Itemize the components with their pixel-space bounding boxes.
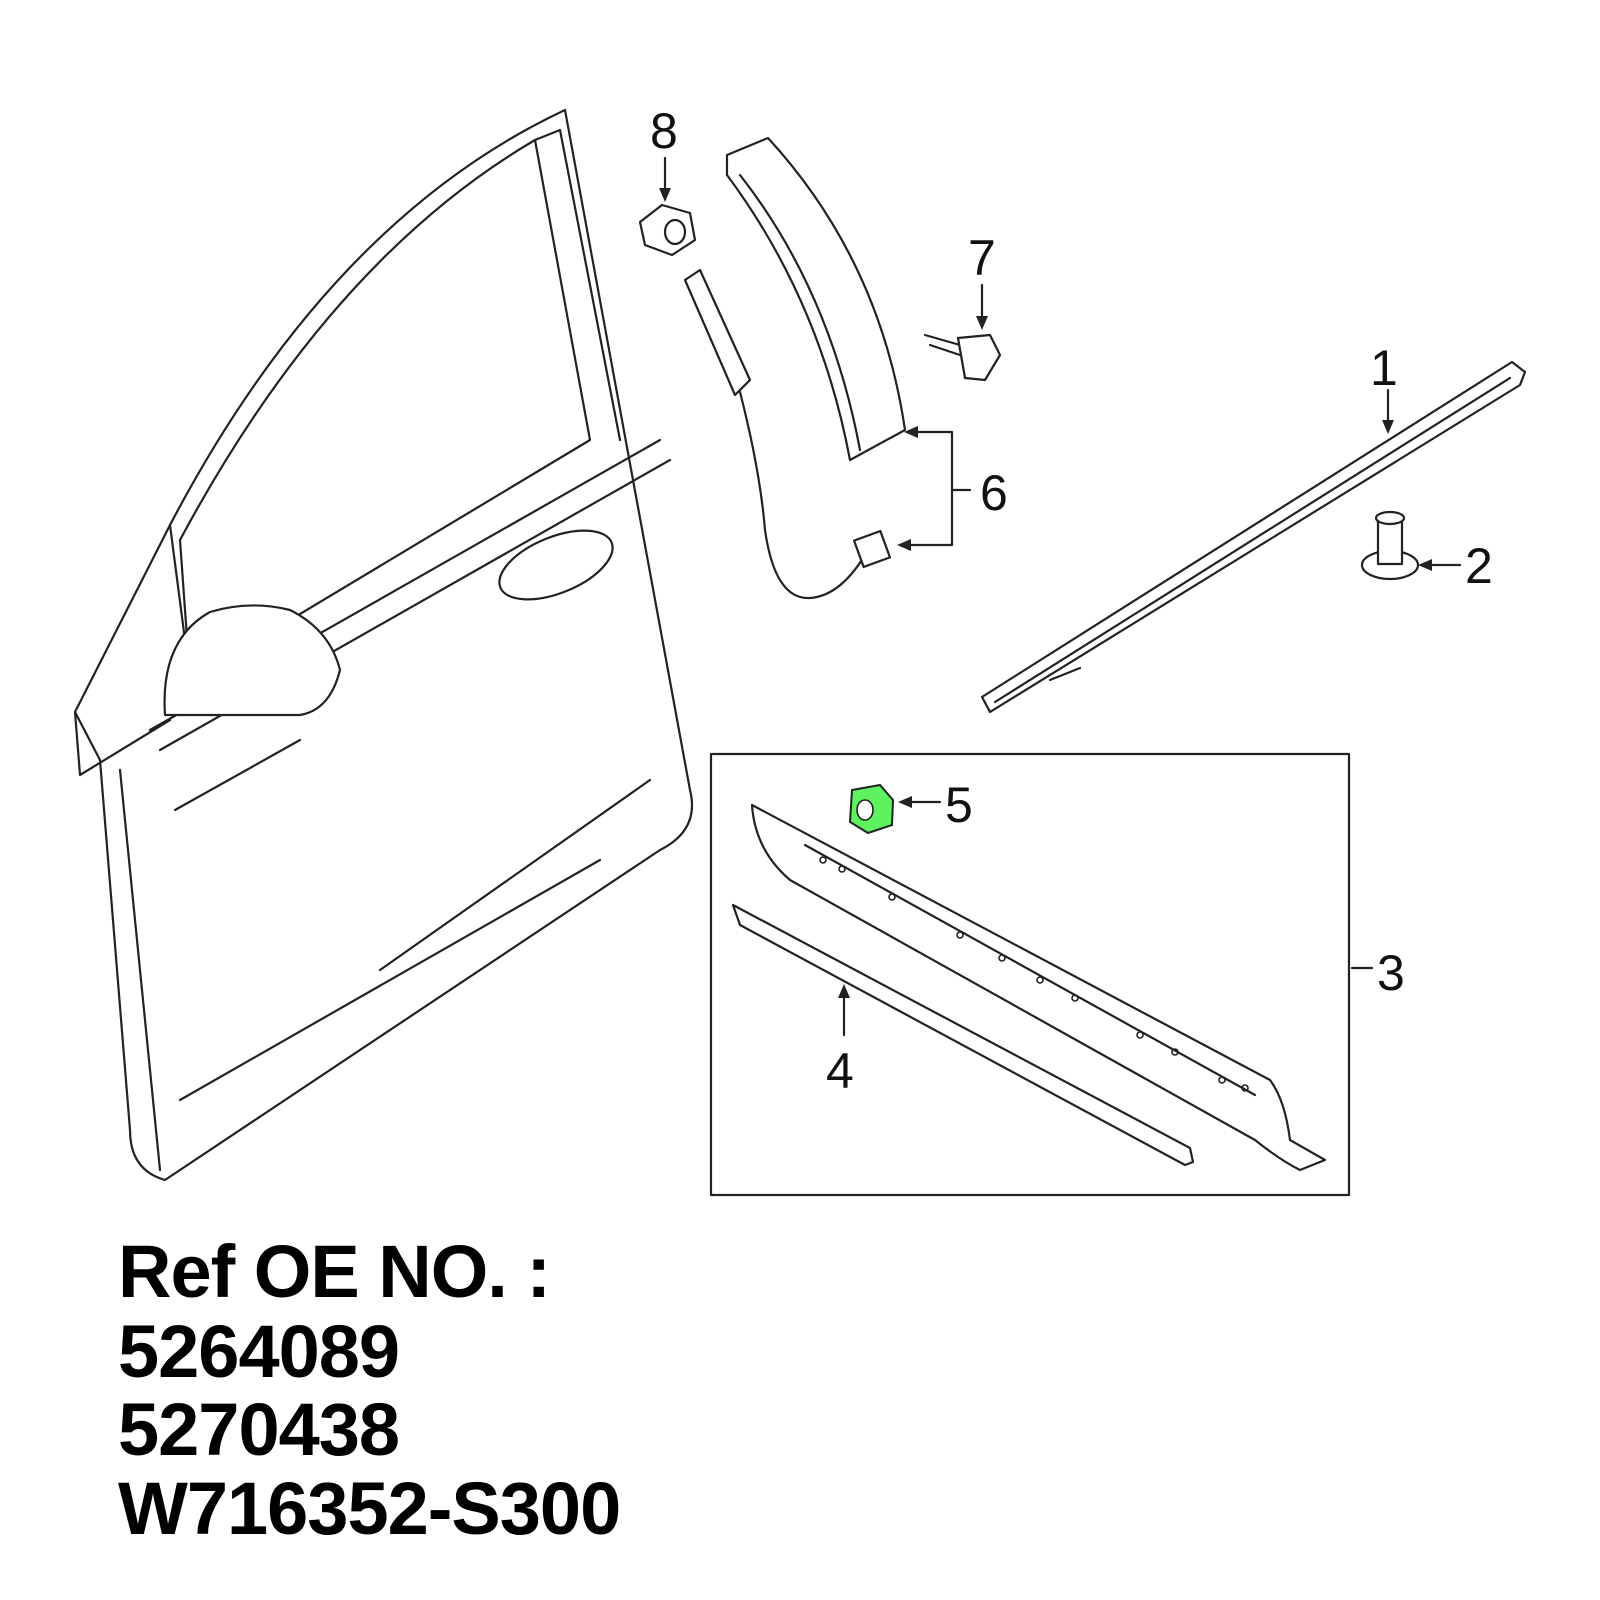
part-3-rocker-molding-assembly[interactable]	[709, 752, 1351, 1197]
callout-3: 3	[1350, 945, 1405, 1001]
part-4-molding-strip[interactable]	[731, 903, 1195, 1167]
part-6-pillar-applique[interactable]	[725, 136, 907, 462]
callout-number: 8	[650, 103, 678, 159]
reference-number: W716352-S300	[118, 1467, 621, 1550]
part-6-sensor[interactable]	[683, 268, 892, 600]
part-2-clip[interactable]	[1360, 510, 1420, 581]
part-8-nut[interactable]	[638, 203, 697, 257]
part-7-screw[interactable]	[923, 333, 1002, 382]
callout-number: 1	[1370, 340, 1398, 396]
part-1-belt-molding[interactable]	[980, 360, 1527, 714]
callout-2: 2	[1418, 538, 1493, 594]
callout-4: 4	[826, 984, 854, 1099]
callout-number: 7	[968, 230, 996, 286]
callout-number: 5	[945, 777, 973, 833]
part-5-nut-highlighted[interactable]	[848, 783, 895, 835]
callout-number: 6	[980, 465, 1008, 521]
callout-number: 4	[826, 1043, 854, 1099]
reference-number: 5264089	[118, 1310, 400, 1393]
reference-heading: Ref OE NO. :	[118, 1230, 551, 1313]
reference-number: 5270438	[118, 1388, 400, 1471]
callout-8: 8	[650, 103, 678, 202]
callout-1: 1	[1370, 340, 1398, 434]
callout-6: 6	[897, 426, 1008, 551]
callout-number: 3	[1377, 945, 1405, 1001]
callout-7: 7	[968, 230, 996, 330]
callout-5: 5	[898, 777, 973, 833]
callout-number: 2	[1465, 538, 1493, 594]
front-door-outline	[73, 108, 694, 1182]
